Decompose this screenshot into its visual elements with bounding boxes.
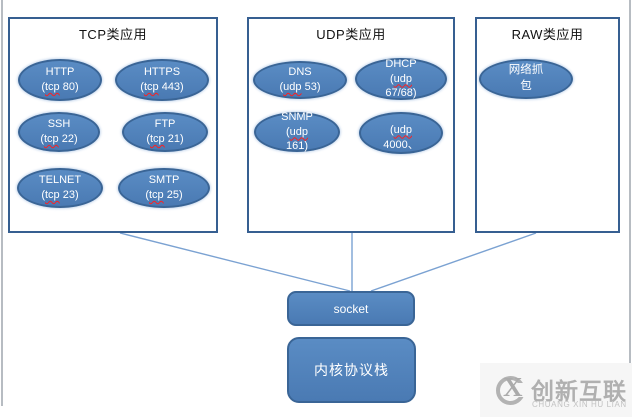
port-open: ( [279,81,284,93]
port-open: ( [145,189,149,201]
app-name: FTP [154,118,176,131]
port-num: 23) [59,189,79,201]
connector-tcp-to-socket [119,232,351,292]
kernel-stack-box: 内核协议栈 [287,337,416,403]
app-port: (udp [361,123,441,138]
app-port: (udp [357,72,445,87]
port-open: ( [41,81,45,93]
app-port: (tcp 443) [117,80,207,95]
app-port: (tcp 21) [124,132,206,147]
app-port-line2: 161) [285,140,309,153]
app-port: (tcp 25) [120,188,208,203]
brand-x-icon: X [503,372,523,402]
port-proto: tcp [143,81,159,93]
app-name: SMTP [148,174,180,187]
app-name: HTTP [45,66,75,79]
watermark-area: X 创新互联 CHUANG XIN HU LIAN [480,363,632,417]
port-open: ( [389,123,394,136]
app-ellipse-packet-capture: 网络抓包 [479,59,573,99]
brand-name: 创新互联 [531,378,627,404]
port-num: 21) [164,133,184,145]
app-ellipse-ssh: SSH (tcp 22) [18,112,100,152]
app-ellipse-telnet: TELNET (tcp 23) [17,168,103,208]
port-open: ( [41,189,45,201]
port-num: 443) [158,81,184,93]
brand-name-pinyin: CHUANG XIN HU LIAN [532,400,627,409]
app-ellipse-snmp: SNMP (udp 161) [254,110,340,153]
port-open: ( [389,72,394,85]
group-box-raw: RAW类应用 [475,17,620,233]
app-name: DNS [288,66,312,79]
app-ellipse-udp4000: (udp 4000、 [359,112,443,154]
port-num: 22) [58,133,78,145]
app-name: 网络抓包 [508,64,544,92]
app-port: (tcp 23) [19,188,101,203]
brand-circle-gap [517,383,527,397]
kernel-stack-label: 内核协议栈 [314,362,389,378]
port-num: 53) [301,81,321,93]
port-open: ( [146,133,150,145]
app-port-line2: 4000、 [383,138,419,151]
page-edge-left [1,0,3,406]
app-port-line2: 67/68) [385,87,417,100]
app-name: DHCP [385,57,417,70]
socket-label: socket [333,301,369,316]
page-edge-right [629,0,631,363]
port-num: 80) [59,81,79,93]
port-proto: tcp [150,133,165,145]
port-proto: tcp [149,189,164,201]
port-proto: udp [393,123,413,136]
app-name: TELNET [38,174,82,187]
port-open: ( [40,133,44,145]
port-open: ( [285,125,290,138]
port-num: 25) [163,189,183,201]
socket-box: socket [287,291,415,326]
port-proto: udp [393,72,413,85]
app-name: SSH [47,118,71,131]
app-ellipse-https: HTTPS (tcp 443) [115,59,209,101]
app-ellipse-smtp: SMTP (tcp 25) [118,168,210,208]
group-title-udp: UDP类应用 [316,27,386,42]
app-name: SNMP [281,110,313,123]
app-ellipse-dns: DNS (udp 53) [253,61,347,99]
port-open: ( [140,81,144,93]
app-ellipse-ftp: FTP (tcp 21) [122,112,208,152]
port-proto: tcp [45,189,60,201]
group-title-tcp: TCP类应用 [78,27,147,42]
app-port: (udp [256,125,338,140]
connector-raw-to-socket [370,232,537,292]
port-proto: udp [289,125,309,138]
app-port: (tcp 80) [20,80,100,95]
app-port: (udp 53) [255,80,345,95]
app-name: HTTPS [143,66,181,79]
group-title-raw: RAW类应用 [511,27,584,42]
app-ellipse-http: HTTP (tcp 80) [18,59,102,101]
app-ellipse-dhcp: DHCP (udp 67/68) [355,58,447,100]
port-proto: udp [283,81,302,93]
port-proto: tcp [45,81,60,93]
port-proto: tcp [44,133,59,145]
app-port: (tcp 22) [20,132,98,147]
